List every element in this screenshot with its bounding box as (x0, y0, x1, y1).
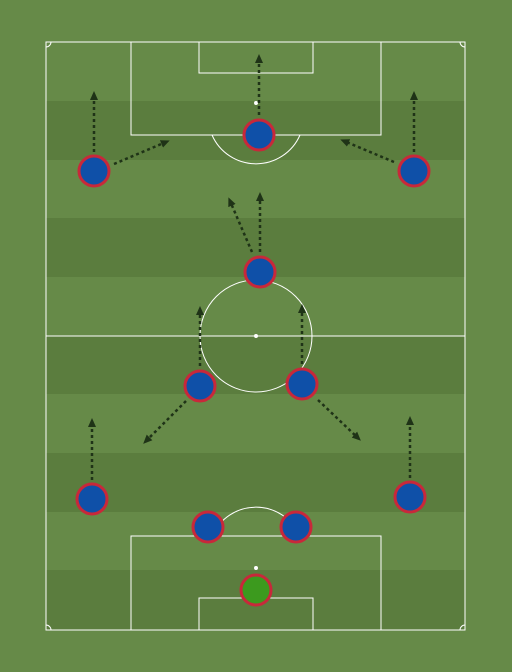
player-marker-icon[interactable] (243, 255, 277, 289)
player-marker-icon[interactable] (75, 482, 109, 516)
player-marker-icon[interactable] (285, 367, 319, 401)
top-penalty-spot (254, 101, 258, 105)
corner-arc-bottom-right (459, 624, 466, 631)
goalkeeper-marker-icon[interactable] (239, 573, 273, 607)
player-marker-icon[interactable] (183, 369, 217, 403)
top-goal-area (198, 41, 314, 74)
corner-arc-bottom-left (45, 624, 52, 631)
top-penalty-arc (211, 134, 301, 165)
corner-arc-top-left (45, 41, 52, 48)
player-marker-icon[interactable] (242, 118, 276, 152)
player-marker-icon[interactable] (191, 510, 225, 544)
bottom-penalty-spot (254, 566, 258, 570)
center-spot (254, 334, 258, 338)
movement-arrows (88, 54, 418, 480)
players (75, 118, 431, 607)
player-marker-icon[interactable] (397, 154, 431, 188)
pitch-stripe-dark (46, 336, 465, 394)
player-marker-icon[interactable] (279, 510, 313, 544)
player-marker-icon[interactable] (77, 154, 111, 188)
player-marker-icon[interactable] (393, 480, 427, 514)
corner-arc-top-right (459, 41, 466, 48)
